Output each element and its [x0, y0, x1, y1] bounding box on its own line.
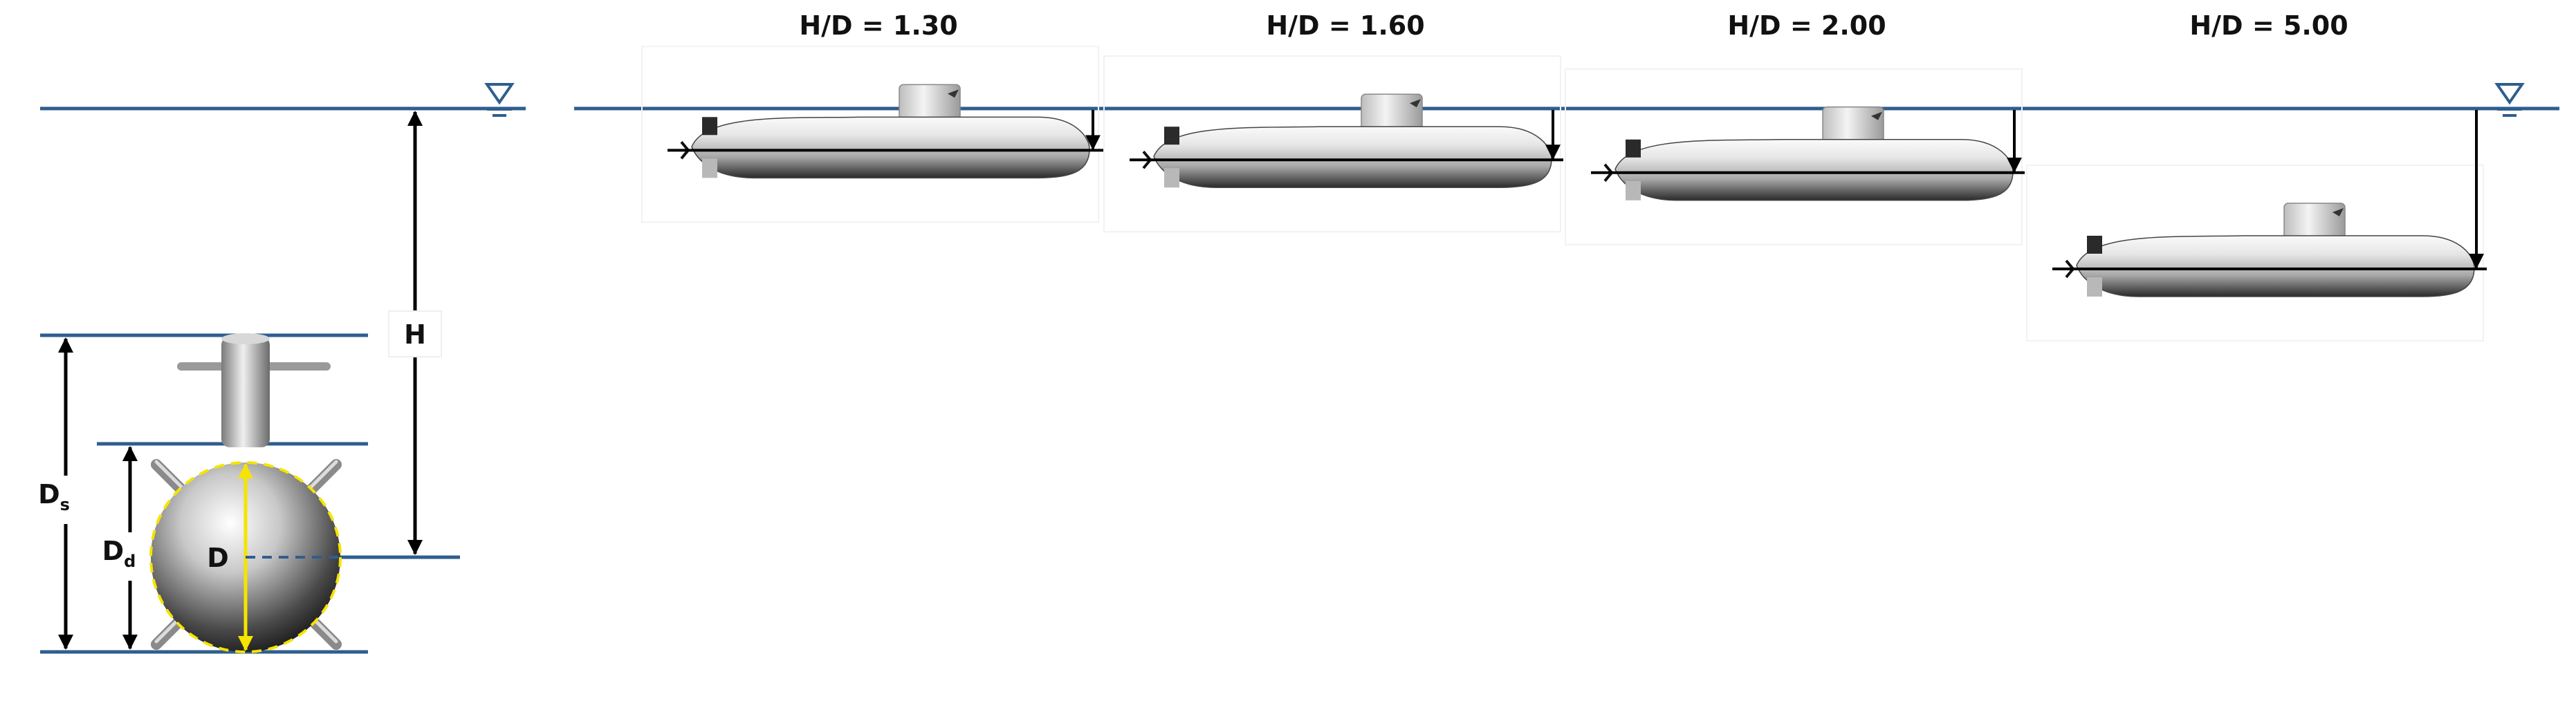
case-title-3: H/D = 2.00 [1727, 10, 1886, 41]
submarine-side-views [641, 46, 2487, 342]
submarine-side-view-3 [1565, 68, 2025, 245]
hull-side [2076, 235, 2475, 297]
submarine-side-view-1 [641, 46, 1103, 223]
submarine-side-view-4 [2026, 110, 2487, 342]
hull-side [1153, 126, 1552, 188]
case-title-2: H/D = 1.60 [1266, 10, 1424, 41]
submarine-side-view-2 [1103, 55, 1563, 233]
deck-depth-label: Dd [102, 536, 136, 571]
cross-section-panel: D Ds Dd H [38, 83, 526, 654]
hull-side [1614, 139, 2014, 201]
hull-diameter-outline [149, 461, 342, 653]
depth-label: H [404, 319, 426, 350]
free-surface-icon [484, 83, 515, 117]
case-title-1: H/D = 1.30 [799, 10, 957, 41]
diameter-label: D [207, 543, 229, 573]
sail-depth-label: Ds [38, 479, 70, 514]
side-view-panel: H/D = 1.30 H/D = 1.60 H/D = 2.00 H/D = 5… [574, 10, 2559, 342]
sail-mast [221, 337, 270, 447]
hull-side [691, 116, 1090, 179]
case-title-4: H/D = 5.00 [2189, 10, 2348, 41]
free-surface-icon-right [2494, 83, 2525, 117]
